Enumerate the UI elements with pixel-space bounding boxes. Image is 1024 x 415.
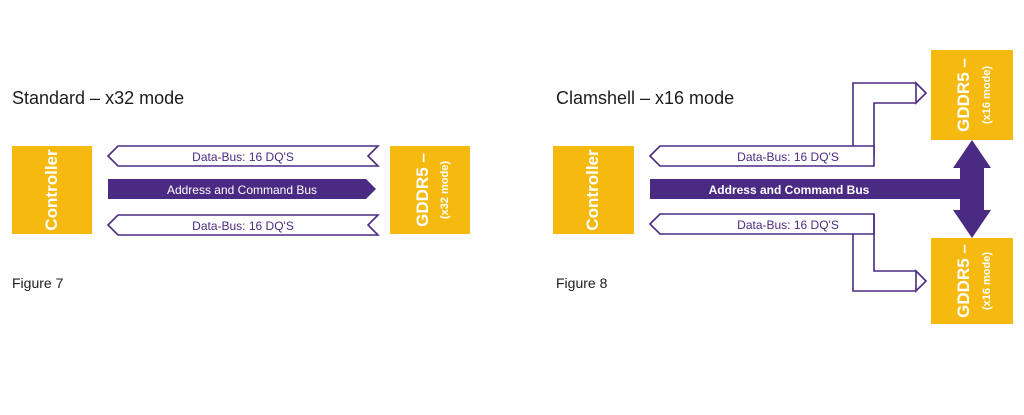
- figure-8-controller: Controller: [553, 146, 634, 234]
- gddr5-bottom-label: GDDR5 –: [954, 244, 973, 318]
- data-bus-top-arrowhead: [915, 81, 928, 105]
- gddr5-bottom-chip: [931, 238, 1013, 324]
- data-bus-top-route-inner: [873, 102, 916, 156]
- gddr5-label: GDDR5 –: [413, 153, 432, 227]
- figure-8-title: Clamshell – x16 mode: [556, 88, 734, 108]
- figure-7-data-bus-bottom: Data-Bus: 16 DQ'S: [106, 214, 380, 236]
- data-bus-top-arrow: [106, 145, 380, 167]
- data-bus-bottom-label: Data-Bus: 16 DQ'S: [192, 219, 294, 233]
- gddr5-chip: [390, 146, 470, 234]
- figure-7-controller: Controller: [12, 146, 92, 234]
- data-bus-top-label: Data-Bus: 16 DQ'S: [737, 150, 839, 164]
- data-bus-bottom-arrowhead: [915, 269, 928, 293]
- address-bus-up-arrowhead: [953, 140, 991, 168]
- figure-8-gddr5-bottom-chip: GDDR5 – (x16 mode): [931, 238, 1013, 324]
- address-bus-label: Address and Command Bus: [709, 183, 870, 197]
- address-bus-trunk: [960, 166, 984, 214]
- data-bus-bottom-arrow: [106, 214, 380, 236]
- figure-7: Standard – x32 mode Controller Data-Bus:…: [12, 88, 470, 291]
- data-bus-top-arrow: [648, 145, 875, 167]
- controller-chip: [553, 146, 634, 234]
- address-bus-arrow: [108, 179, 376, 199]
- figure-8-data-bus-top: Data-Bus: 16 DQ'S: [648, 81, 928, 167]
- data-bus-bottom-label: Data-Bus: 16 DQ'S: [737, 218, 839, 232]
- figure-7-title: Standard – x32 mode: [12, 88, 184, 108]
- data-bus-bottom-route: [852, 234, 916, 292]
- controller-label: Controller: [42, 149, 61, 231]
- figure-8-data-bus-bottom: Data-Bus: 16 DQ'S: [648, 213, 928, 293]
- figure-7-gddr5-chip: GDDR5 – (x32 mode): [390, 146, 470, 234]
- gddr5-bottom-mode-label: (x16 mode): [981, 252, 993, 310]
- address-bus-down-arrowhead: [953, 210, 991, 238]
- gddr5-mode-label: (x32 mode): [439, 161, 451, 219]
- data-bus-top-route: [852, 82, 916, 146]
- figure-7-address-bus: Address and Command Bus: [108, 179, 376, 199]
- figure-8-gddr5-top-chip: GDDR5 – (x16 mode): [931, 50, 1013, 140]
- controller-label: Controller: [583, 149, 602, 231]
- figure-8-caption: Figure 8: [556, 275, 608, 291]
- figure-8-address-bus: Address and Command Bus: [650, 140, 991, 238]
- address-bus-bar: [650, 179, 972, 199]
- data-bus-top-label: Data-Bus: 16 DQ'S: [192, 150, 294, 164]
- figure-7-data-bus-top: Data-Bus: 16 DQ'S: [106, 145, 380, 167]
- data-bus-bottom-route-inner: [873, 214, 916, 272]
- gddr5-top-label: GDDR5 –: [954, 58, 973, 132]
- gddr5-top-chip: [931, 50, 1013, 140]
- address-bus-label: Address and Command Bus: [167, 183, 317, 197]
- figure-8: Clamshell – x16 mode Controller Data-Bus…: [553, 50, 1013, 324]
- gddr5-top-mode-label: (x16 mode): [981, 66, 993, 124]
- controller-chip: [12, 146, 92, 234]
- figure-7-caption: Figure 7: [12, 275, 64, 291]
